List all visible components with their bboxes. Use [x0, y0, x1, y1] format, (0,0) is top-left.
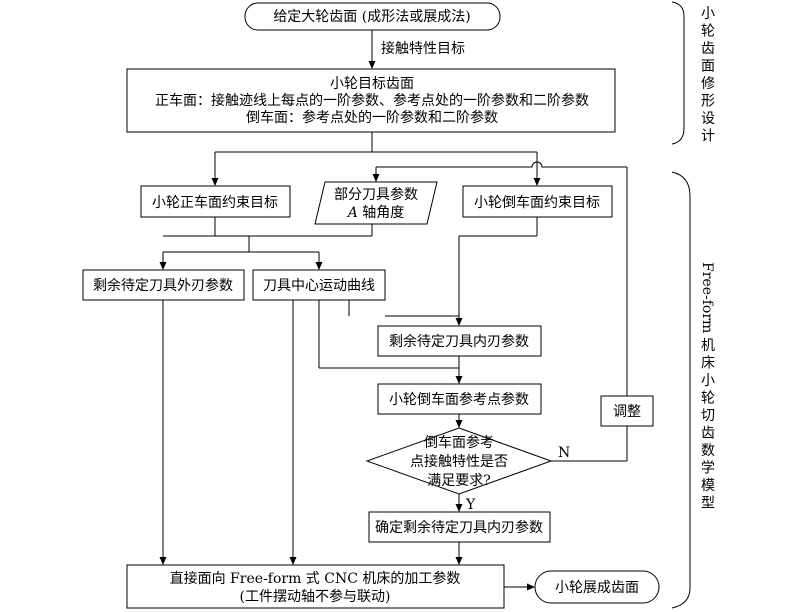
- tool-params-parallelogram: 部分刀具参数 A 轴角度: [314, 181, 438, 225]
- side-label-bottom-latin: Free-form: [699, 262, 715, 333]
- side-label-bottom-char: 型: [701, 496, 715, 512]
- target-box-line1: 正车面：接触迹线上每点的一阶参数、参考点处的一阶参数和二阶参数: [155, 92, 589, 109]
- side-label-top-char: 轮: [701, 24, 715, 40]
- start-box: 给定大轮齿面 (成形法或展成法): [244, 2, 501, 31]
- edge-label-contact-target: 接触特性目标: [381, 40, 465, 57]
- front-constraint-box: 小轮正车面约束目标: [140, 185, 291, 218]
- decision-line2: 点接触特性是否: [410, 453, 508, 470]
- side-label-bottom-char: 切: [701, 408, 715, 424]
- brace-bottom: [671, 171, 691, 609]
- side-label-bottom-char: 床: [701, 356, 715, 372]
- adjust-label: 调整: [613, 404, 641, 420]
- connectors: [159, 30, 628, 591]
- side-label-bottom-char: 数: [701, 443, 715, 459]
- side-label-top-char: 面: [701, 59, 715, 75]
- tool-params-line1: 部分刀具参数: [334, 186, 418, 203]
- target-box-line2: 倒车面：参考点处的一阶参数和二阶参数: [246, 109, 498, 126]
- decision-line3: 满足要求?: [427, 473, 491, 489]
- tool-center-curve-label: 刀具中心运动曲线: [263, 278, 375, 294]
- start-box-label: 给定大轮齿面 (成形法或展成法): [273, 9, 470, 25]
- confirm-inner-box: 确定剩余待定刀具内刃参数: [368, 511, 551, 543]
- side-label-top-char: 小: [701, 6, 715, 22]
- brace-top: [671, 1, 685, 145]
- side-label-bottom-char: 学: [701, 461, 715, 477]
- decision-line1: 倒车面参考: [424, 434, 494, 451]
- back-constraint-label: 小轮倒车面约束目标: [474, 194, 600, 211]
- final-params-line1: 直接面向 Free-form 式 CNC 机床的加工参数: [170, 570, 461, 587]
- tool-center-curve-box: 刀具中心运动曲线: [252, 269, 386, 301]
- remaining-inner-label: 剩余待定刀具内刃参数: [389, 333, 529, 350]
- side-label-bottom-char: 齿: [701, 426, 715, 442]
- label-no: N: [558, 445, 570, 461]
- decision-diamond: 倒车面参考 点接触特性是否 满足要求?: [365, 427, 553, 495]
- line-feedback-top: [376, 161, 627, 168]
- side-label-top-char: 计: [701, 129, 715, 145]
- side-label-bottom-char: 机: [701, 338, 715, 354]
- remaining-outer-label: 剩余待定刀具外刃参数: [93, 277, 233, 294]
- end-box-label: 小轮展成齿面: [555, 580, 639, 596]
- final-params-box: 直接面向 Free-form 式 CNC 机床的加工参数 (工件摆动轴不参与联动…: [126, 564, 505, 609]
- side-label-top-char: 修: [701, 76, 715, 92]
- adjust-box: 调整: [600, 395, 654, 427]
- target-box-title: 小轮目标齿面: [330, 76, 414, 92]
- tool-params-line2: A 轴角度: [346, 205, 405, 221]
- side-label-bottom-char: 小: [701, 373, 715, 389]
- target-surface-box: 小轮目标齿面 正车面：接触迹线上每点的一阶参数、参考点处的一阶参数和二阶参数 倒…: [126, 68, 616, 133]
- side-label-top-char: 设: [701, 111, 715, 127]
- side-label-bottom-char: 轮: [701, 391, 715, 407]
- front-constraint-label: 小轮正车面约束目标: [152, 194, 278, 211]
- back-ref-params-box: 小轮倒车面参考点参数: [377, 383, 542, 415]
- end-box: 小轮展成齿面: [534, 570, 660, 604]
- label-yes: Y: [465, 497, 476, 513]
- confirm-inner-label: 确定剩余待定刀具内刃参数: [375, 519, 543, 536]
- final-params-line2: (工件摆动轴不参与联动): [240, 588, 391, 605]
- side-label-top-char: 形: [701, 94, 715, 110]
- back-ref-params-label: 小轮倒车面参考点参数: [389, 391, 529, 408]
- side-label-top-char: 齿: [701, 41, 715, 57]
- remaining-inner-box: 剩余待定刀具内刃参数: [377, 325, 542, 357]
- remaining-outer-box: 剩余待定刀具外刃参数: [82, 269, 245, 301]
- side-label-bottom-char: 模: [701, 478, 715, 494]
- back-constraint-box: 小轮倒车面约束目标: [462, 185, 613, 218]
